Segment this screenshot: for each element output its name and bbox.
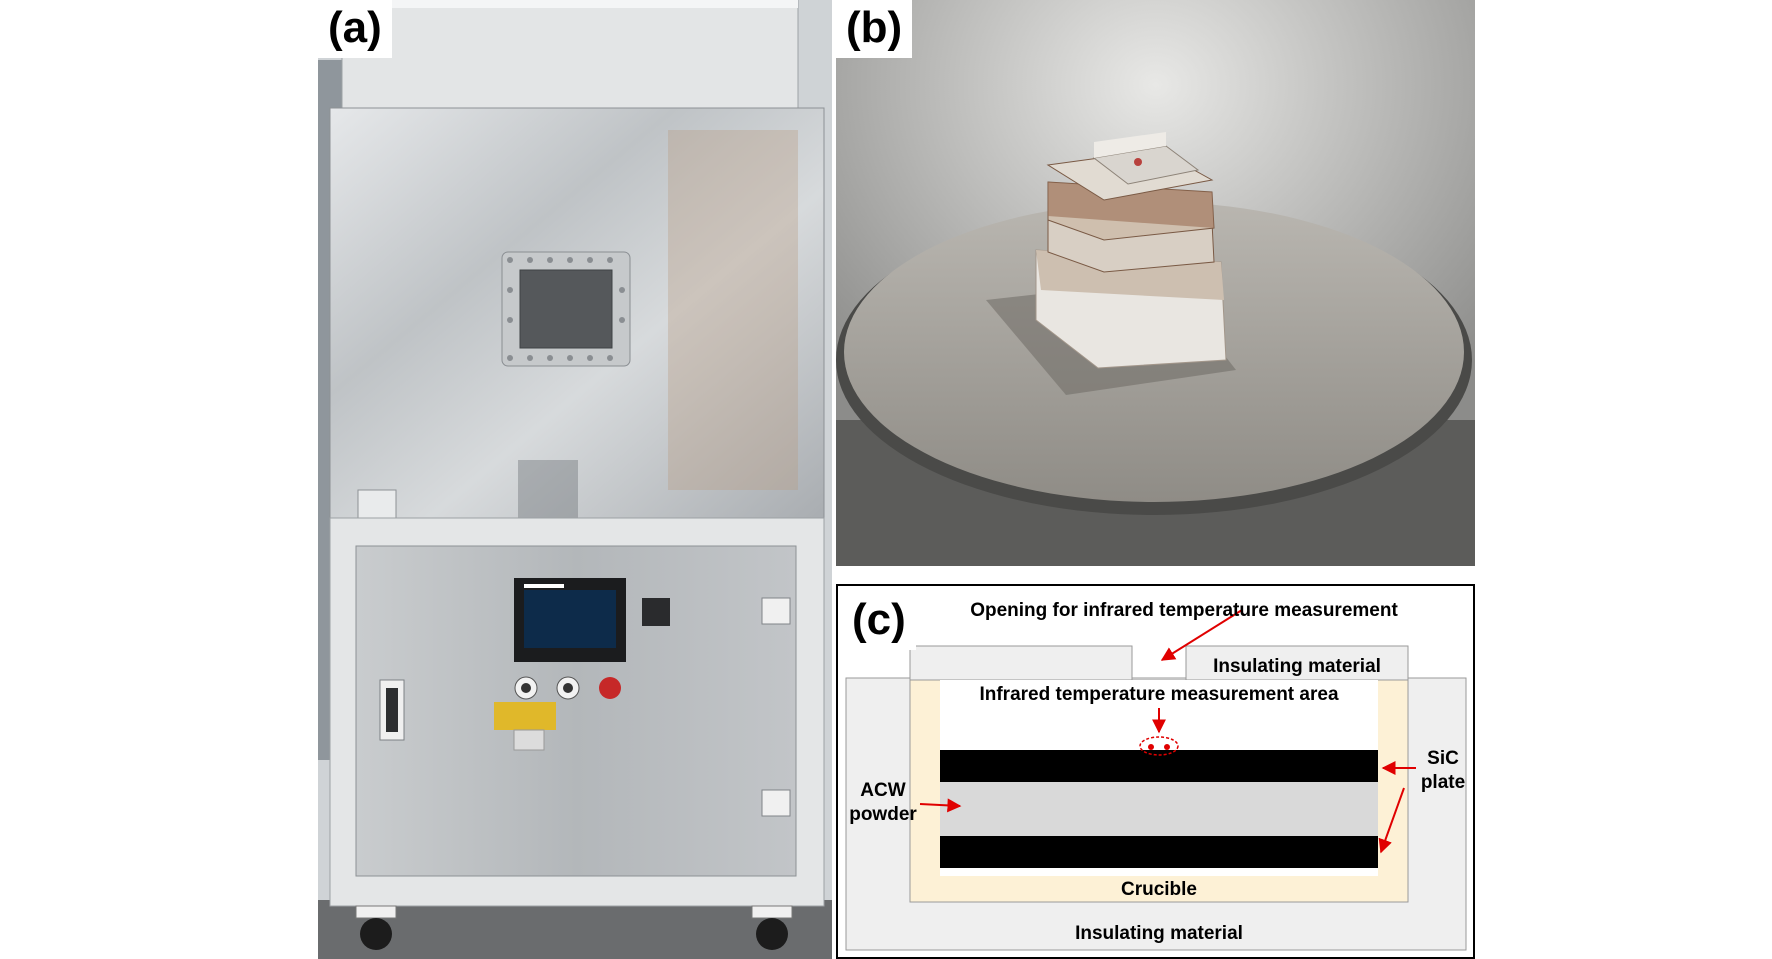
sic-plate-bottom	[940, 836, 1378, 868]
acw-label-line1: ACW	[860, 780, 905, 801]
schematic-diagram: Opening for infrared temperature measure…	[836, 584, 1475, 959]
schematic-panel: Opening for infrared temperature measure…	[836, 584, 1475, 959]
acw-label-line2: powder	[849, 804, 917, 825]
sic-plate-arrow-bottom	[1378, 787, 1405, 854]
sample-photo-panel: (b)	[836, 0, 1475, 566]
opening-label: Opening for infrared temperature measure…	[970, 600, 1398, 621]
sample-photo	[836, 0, 1475, 566]
panel-c-label: (c)	[842, 592, 916, 650]
insulation-lid-left	[909, 645, 1133, 681]
acw-powder-arrow	[919, 798, 962, 813]
sic-label-line2: plate	[1421, 772, 1465, 793]
sic-label-line1: SiC	[1427, 748, 1459, 769]
measurement-point-right	[1164, 744, 1170, 750]
furnace-photo-panel: (a)	[318, 0, 832, 959]
measurement-point-left	[1148, 744, 1154, 750]
measurement-area-marker	[1139, 736, 1179, 756]
crucible-label: Crucible	[1121, 879, 1197, 900]
panel-b-label: (b)	[836, 0, 913, 58]
insulating-bottom-label: Insulating material	[1075, 923, 1243, 944]
insulating-top-label: Insulating material	[1213, 656, 1381, 677]
furnace-photo	[318, 0, 832, 959]
opening-arrow	[1160, 609, 1243, 661]
measurement-area-label: Infrared temperature measurement area	[979, 684, 1338, 705]
acw-powder-layer	[940, 782, 1378, 836]
panel-a-label: (a)	[318, 0, 392, 58]
insulation-lid-right	[1185, 645, 1409, 681]
